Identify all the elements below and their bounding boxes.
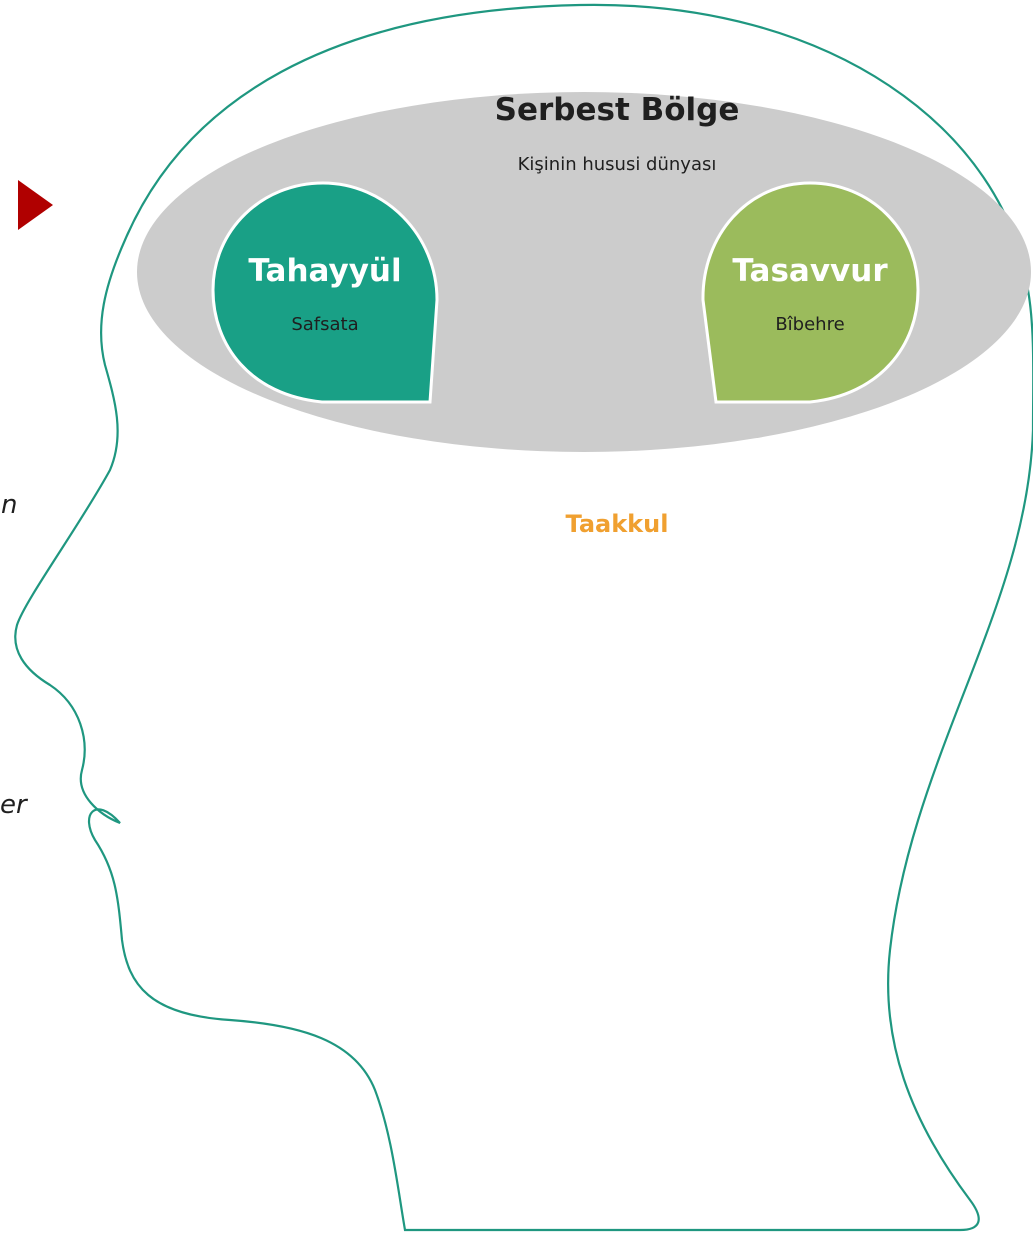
tasavvur-title: Tasavvur [732, 253, 888, 289]
cropped-text-fragment: n [1, 490, 18, 520]
tahayyul-subtitle: Safsata [291, 314, 359, 335]
head-outline [14, 3, 1033, 1232]
play-triangle-icon [18, 180, 53, 230]
cropped-text-fragment: er [0, 790, 27, 820]
free-zone-title: Serbest Bölge [494, 92, 740, 128]
tahayyul-title: Tahayyül [248, 253, 402, 289]
taakkul-label: Taakkul [565, 510, 669, 538]
tasavvur-bubble [701, 181, 920, 404]
tahayyul-bubble [211, 181, 439, 404]
tasavvur-subtitle: Bîbehre [775, 314, 845, 335]
free-zone-subtitle: Kişinin hususi dünyası [517, 154, 717, 175]
